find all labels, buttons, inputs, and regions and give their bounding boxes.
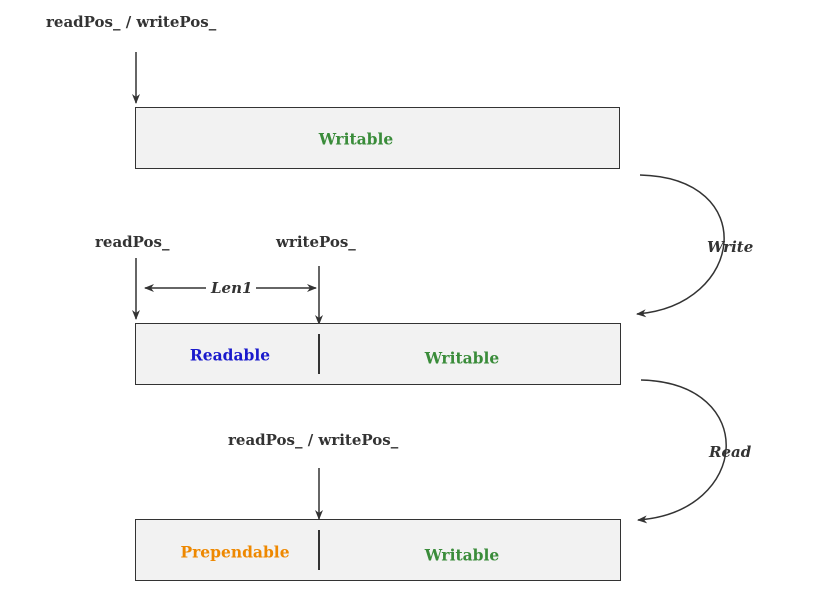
- state1-pointer-label: readPos_ / writePos_: [46, 13, 217, 31]
- write-transition-label: Write: [707, 238, 754, 256]
- state1-buffer: Writable: [135, 107, 620, 169]
- state3-writable-region: Writable: [424, 545, 500, 565]
- read-transition-arrow: [637, 379, 727, 524]
- state2-readpos-label: readPos_: [95, 233, 170, 251]
- state2-writepos-label: writePos_: [276, 233, 356, 251]
- state2-writable-region: Writable: [424, 348, 500, 368]
- state3-divider: [318, 530, 320, 570]
- state2-readable-region: Readable: [189, 345, 271, 365]
- write-transition-arrow: [636, 174, 725, 318]
- state3-prependable-region: Prependable: [180, 542, 290, 562]
- read-transition-label: Read: [709, 443, 752, 461]
- state2-divider: [318, 334, 320, 374]
- state1-writable-region: Writable: [318, 129, 394, 149]
- state3-pointer-label: readPos_ / writePos_: [228, 431, 399, 449]
- state2-buffer: Readable Writable: [135, 323, 621, 385]
- len1-label: Len1: [211, 279, 253, 297]
- state3-buffer: Prependable Writable: [135, 519, 621, 581]
